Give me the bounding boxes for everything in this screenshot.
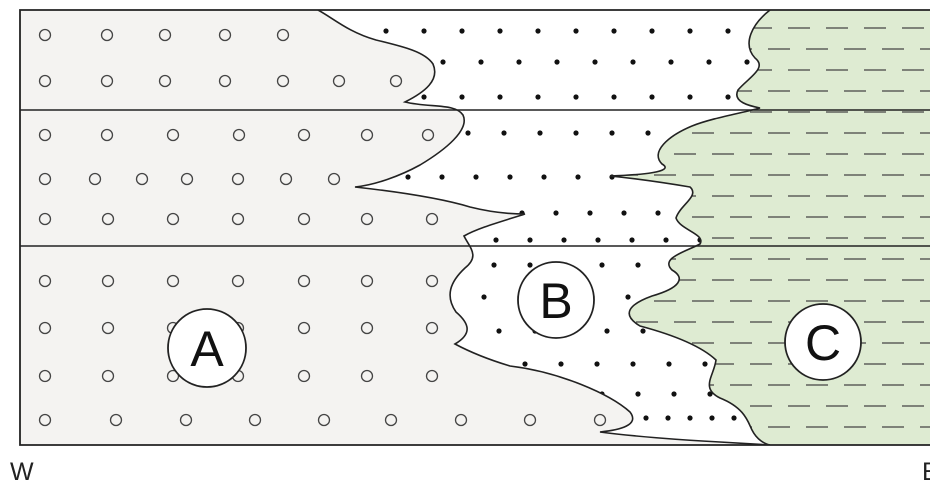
dot-symbol bbox=[561, 237, 566, 242]
dot-symbol bbox=[383, 28, 388, 33]
dot-symbol bbox=[491, 262, 496, 267]
dot-symbol bbox=[687, 28, 692, 33]
dot-symbol bbox=[666, 361, 671, 366]
dot-symbol bbox=[587, 210, 592, 215]
dot-symbol bbox=[630, 59, 635, 64]
dot-symbol bbox=[493, 237, 498, 242]
dot-symbol bbox=[649, 94, 654, 99]
dot-symbol bbox=[421, 28, 426, 33]
dot-symbol bbox=[478, 59, 483, 64]
dot-symbol bbox=[709, 415, 714, 420]
dot-symbol bbox=[668, 59, 673, 64]
dot-symbol bbox=[496, 328, 501, 333]
dot-symbol bbox=[609, 130, 614, 135]
dot-symbol bbox=[640, 328, 645, 333]
dot-symbol bbox=[405, 174, 410, 179]
dot-symbol bbox=[731, 415, 736, 420]
dot-symbol bbox=[573, 28, 578, 33]
zone-label-c: C bbox=[785, 304, 861, 380]
dot-symbol bbox=[575, 174, 580, 179]
dot-symbol bbox=[645, 130, 650, 135]
dot-symbol bbox=[459, 94, 464, 99]
dot-symbol bbox=[687, 94, 692, 99]
dot-symbol bbox=[553, 210, 558, 215]
dot-symbol bbox=[516, 59, 521, 64]
dot-symbol bbox=[630, 361, 635, 366]
dot-symbol bbox=[497, 28, 502, 33]
dot-symbol bbox=[440, 59, 445, 64]
zone-label-a: A bbox=[168, 309, 246, 387]
dot-symbol bbox=[592, 59, 597, 64]
dot-symbol bbox=[594, 361, 599, 366]
dot-symbol bbox=[541, 174, 546, 179]
zone-label-b: B bbox=[518, 262, 594, 338]
dot-symbol bbox=[725, 94, 730, 99]
dot-symbol bbox=[465, 130, 470, 135]
dot-symbol bbox=[671, 391, 676, 396]
dot-symbol bbox=[635, 262, 640, 267]
dot-symbol bbox=[744, 59, 749, 64]
dot-symbol bbox=[643, 415, 648, 420]
dot-symbol bbox=[537, 130, 542, 135]
dot-symbol bbox=[665, 415, 670, 420]
dot-symbol bbox=[625, 294, 630, 299]
svg-text:A: A bbox=[190, 321, 224, 377]
dot-symbol bbox=[501, 130, 506, 135]
dot-symbol bbox=[655, 210, 660, 215]
dot-symbol bbox=[522, 361, 527, 366]
dot-symbol bbox=[629, 237, 634, 242]
dot-symbol bbox=[459, 28, 464, 33]
dot-symbol bbox=[663, 237, 668, 242]
dot-symbol bbox=[473, 174, 478, 179]
dot-symbol bbox=[706, 59, 711, 64]
dot-symbol bbox=[527, 237, 532, 242]
dot-symbol bbox=[573, 130, 578, 135]
compass-west: W bbox=[10, 458, 34, 487]
dot-symbol bbox=[595, 237, 600, 242]
dot-symbol bbox=[507, 174, 512, 179]
dot-symbol bbox=[611, 28, 616, 33]
dot-symbol bbox=[725, 28, 730, 33]
dot-symbol bbox=[439, 174, 444, 179]
dot-symbol bbox=[421, 94, 426, 99]
dot-symbol bbox=[635, 391, 640, 396]
compass-east: E bbox=[922, 458, 930, 487]
dot-symbol bbox=[535, 28, 540, 33]
dot-symbol bbox=[554, 59, 559, 64]
dot-symbol bbox=[687, 415, 692, 420]
dot-symbol bbox=[558, 361, 563, 366]
dot-symbol bbox=[573, 94, 578, 99]
dot-symbol bbox=[702, 361, 707, 366]
dot-symbol bbox=[611, 94, 616, 99]
dot-symbol bbox=[481, 294, 486, 299]
dot-symbol bbox=[599, 262, 604, 267]
svg-text:C: C bbox=[805, 315, 841, 371]
dot-symbol bbox=[649, 28, 654, 33]
svg-text:B: B bbox=[539, 273, 572, 329]
dot-symbol bbox=[621, 210, 626, 215]
dot-symbol bbox=[497, 94, 502, 99]
dot-symbol bbox=[604, 328, 609, 333]
dot-symbol bbox=[527, 262, 532, 267]
dot-symbol bbox=[535, 94, 540, 99]
